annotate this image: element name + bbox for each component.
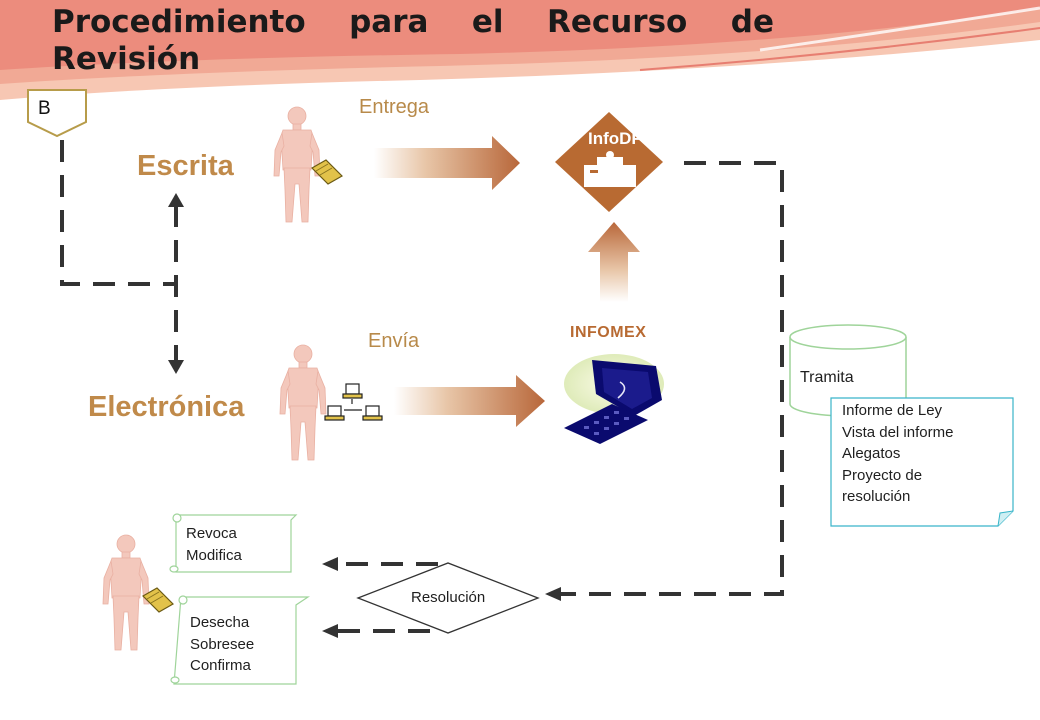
- send-arrow: [394, 375, 545, 427]
- deliver-label: Entrega: [359, 96, 430, 118]
- connector-b-shape: [27, 89, 87, 138]
- outcome-2-text: Desecha Sobresee Confirma: [190, 614, 255, 674]
- person-figure-resolution: [102, 534, 150, 651]
- outcome-1-text: Revoca Modifica: [186, 525, 242, 564]
- tramita-label: Tramita: [800, 369, 854, 386]
- upload-arrow: [588, 222, 640, 302]
- connector-b-label: B: [38, 98, 51, 119]
- infodf-label: InfoDF: [588, 129, 642, 148]
- person-figure-written: [273, 106, 321, 223]
- written-mode-label: Escrita: [137, 150, 234, 182]
- infodf-logo: [555, 112, 663, 212]
- resolution-label: Resolución: [411, 589, 486, 606]
- dashed-connectors: [60, 140, 784, 633]
- tramita-items: Informe de Ley Vista del informe Alegato…: [842, 402, 954, 505]
- electronic-mode-label: Electrónica: [88, 391, 245, 423]
- tramita-cylinder: [789, 324, 907, 417]
- outcome-scroll-1: [169, 513, 298, 573]
- resolution-diamond: [356, 562, 540, 634]
- header-band: [0, 0, 1040, 100]
- network-icon: [324, 383, 383, 421]
- arrowheads: [168, 193, 561, 638]
- page-title: Procedimiento para el Recurso de Revisió…: [52, 4, 774, 77]
- person-figure-electronic: [279, 344, 327, 461]
- deliver-arrow: [374, 136, 520, 190]
- outcome-scroll-2: [170, 595, 310, 685]
- send-label: Envía: [368, 330, 420, 352]
- infomex-label: INFOMEX: [570, 324, 647, 341]
- computer-icon: [564, 354, 664, 444]
